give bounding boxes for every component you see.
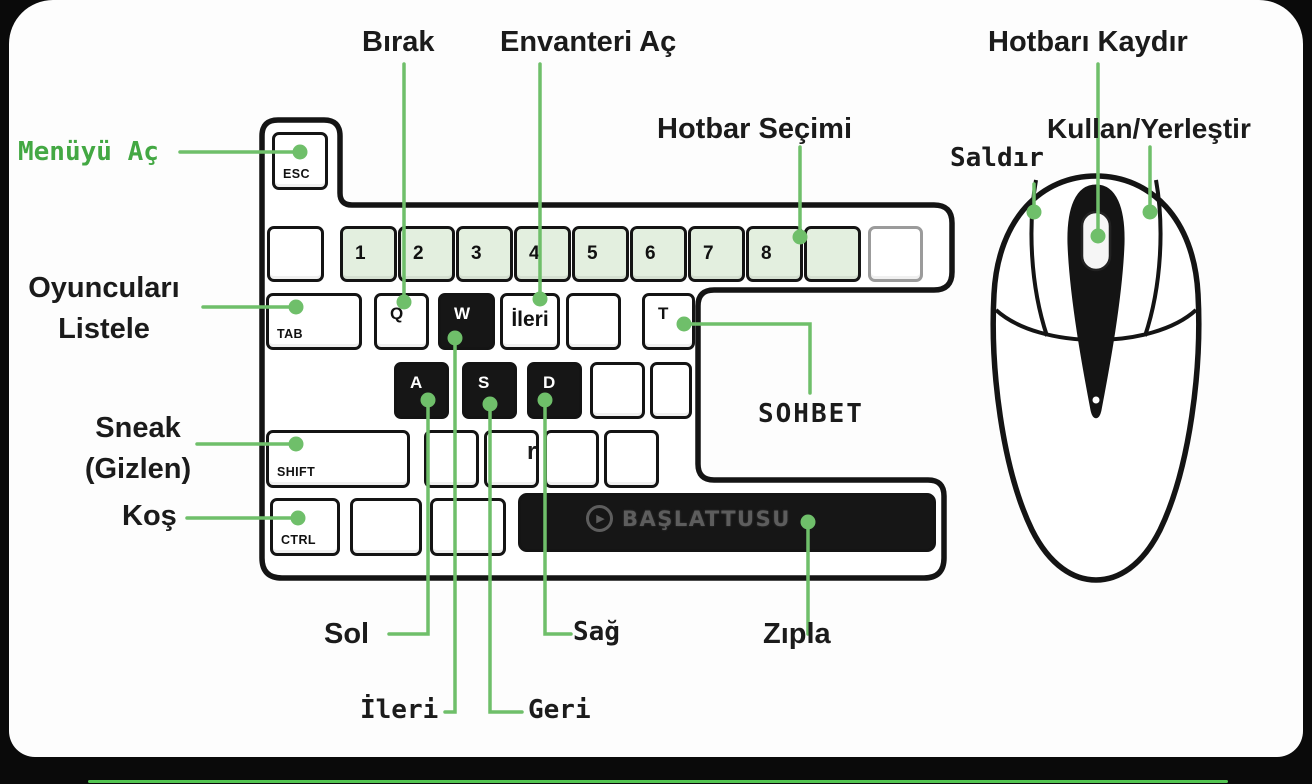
key-win xyxy=(350,498,422,556)
key-label-5: 5 xyxy=(587,243,598,264)
key-9 xyxy=(804,226,861,282)
key-3: 3 xyxy=(456,226,513,282)
key-5: 5 xyxy=(572,226,629,282)
key-label-t: T xyxy=(658,304,669,323)
key-2: 2 xyxy=(398,226,455,282)
key-4: 4 xyxy=(514,226,571,282)
key-w: W xyxy=(438,293,495,350)
key-x xyxy=(484,430,539,488)
key-label-1: 1 xyxy=(355,243,366,264)
key-0 xyxy=(868,226,923,282)
key-label-a: A xyxy=(410,373,423,392)
key-ctrl: CTRL xyxy=(270,498,340,556)
key-r xyxy=(566,293,621,350)
key-label-3: 3 xyxy=(471,243,482,264)
key-grave xyxy=(267,226,324,282)
key-shift: SHIFT xyxy=(266,430,410,488)
key-t: T xyxy=(642,293,695,350)
key-f xyxy=(590,362,645,419)
key-label-q: Q xyxy=(390,304,404,323)
key-d: D xyxy=(527,362,582,419)
key-z xyxy=(424,430,479,488)
key-label-6: 6 xyxy=(645,243,656,264)
key-label-esc: ESC xyxy=(283,167,310,181)
key-e: İleri xyxy=(500,293,560,350)
key-1: 1 xyxy=(340,226,397,282)
key-esc: ESC xyxy=(272,132,328,190)
key-label-7: 7 xyxy=(703,243,714,264)
key-c xyxy=(544,430,599,488)
key-8: 8 xyxy=(746,226,803,282)
key-label-2: 2 xyxy=(413,243,424,264)
key-label-ctrl: CTRL xyxy=(281,533,316,547)
key-label-s: S xyxy=(478,373,490,392)
key-label-shift: SHIFT xyxy=(277,465,316,479)
key-6: 6 xyxy=(630,226,687,282)
key-7: 7 xyxy=(688,226,745,282)
key-label-w: W xyxy=(454,304,471,323)
video-progress-bar xyxy=(88,780,1228,783)
key-s: S xyxy=(462,362,517,419)
key-label-d: D xyxy=(543,373,556,392)
key-q: Q xyxy=(374,293,429,350)
key-a: A xyxy=(394,362,449,419)
key-alt xyxy=(430,498,506,556)
key-label-4: 4 xyxy=(529,243,540,264)
key-label-e: İleri xyxy=(511,307,549,331)
key-label-tab: TAB xyxy=(277,327,303,341)
key-tab: TAB xyxy=(266,293,362,350)
key-label-8: 8 xyxy=(761,243,772,264)
key-g xyxy=(650,362,692,419)
key-space xyxy=(518,493,936,552)
key-v xyxy=(604,430,659,488)
